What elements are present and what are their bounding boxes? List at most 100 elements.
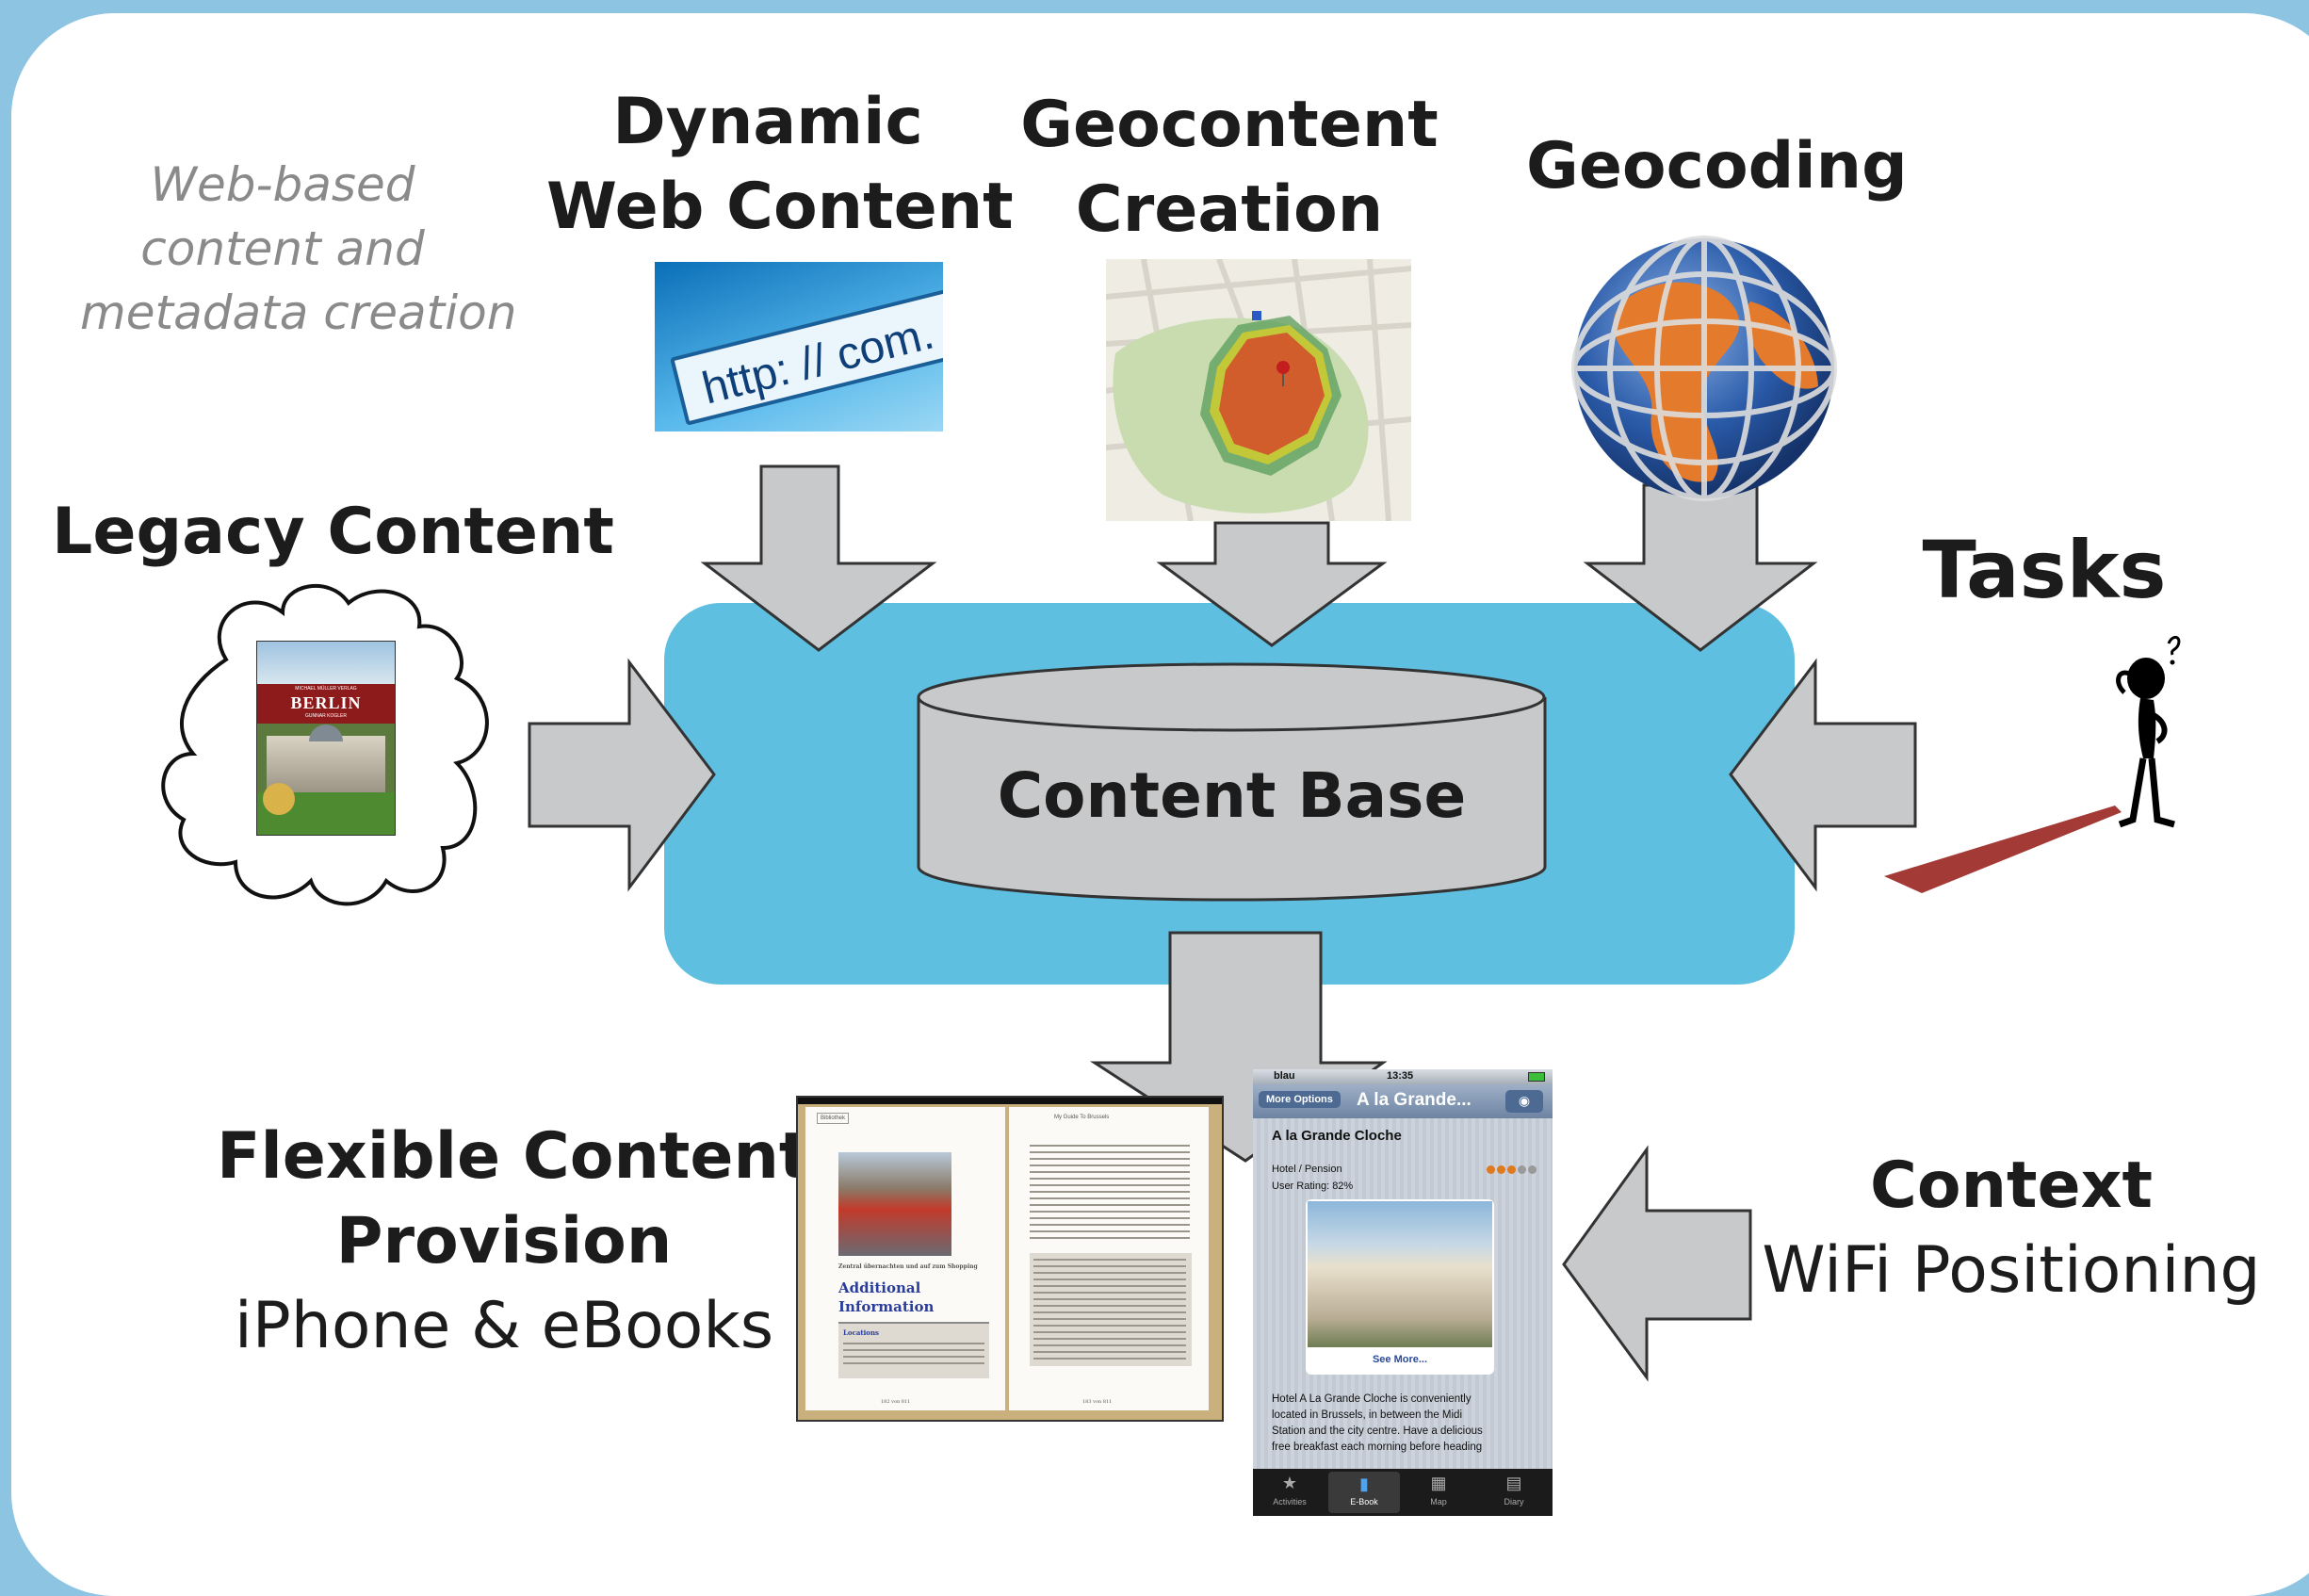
figure-drawing (2116, 636, 2181, 828)
arrow-tasks-left (1729, 658, 1917, 892)
ebook-heading-line-1: Additional (838, 1279, 921, 1296)
description-line-4: free breakfast each morning before headi… (1272, 1441, 1483, 1453)
book-cover-author: GUNNAR KOGLER (305, 713, 347, 719)
flexible-content-label: Flexible Content Provision iPhone & eBoo… (217, 1115, 810, 1369)
hotel-photo-card[interactable]: See More... (1306, 1199, 1494, 1375)
ebook-right-box-lines (1033, 1259, 1186, 1360)
diary-icon: ▤ (1505, 1474, 1522, 1492)
geocontent-map-image (1106, 259, 1411, 521)
geocontent-line-2: Creation (1075, 172, 1384, 247)
url-bar-image: http: // com. (655, 262, 943, 432)
context-label: Context WiFi Positioning (1757, 1144, 2266, 1313)
tab-ebook[interactable]: ▮ E-Book (1328, 1472, 1400, 1513)
battery-icon (1528, 1072, 1545, 1082)
book-cover-seal (263, 783, 295, 815)
iphone-nav-title: A la Grande... (1357, 1090, 1472, 1110)
ebook-photo (838, 1152, 951, 1256)
place-category: Hotel / Pension (1272, 1164, 1342, 1175)
thinking-figure-icon (2091, 627, 2195, 862)
book-cover-publisher: MICHAEL MÜLLER VERLAG (295, 686, 357, 692)
place-name: A la Grande Cloche (1272, 1128, 1402, 1144)
see-more-link[interactable]: See More... (1372, 1354, 1428, 1365)
book-cover-sky (257, 642, 395, 684)
content-base-label: Content Base (997, 759, 1467, 832)
flexible-subtitle: iPhone & eBooks (234, 1289, 774, 1363)
dynamic-line-1: Dynamic (612, 85, 923, 159)
rating-dot-4 (1518, 1165, 1526, 1174)
ebook-book-title: My Guide To Brussels (1054, 1115, 1110, 1120)
web-based-label: Web-based content and metadata creation (80, 153, 517, 345)
tab-diary[interactable]: ▤ Diary (1477, 1469, 1551, 1516)
ebook-status-bar (798, 1098, 1222, 1104)
ebook-right-page: My Guide To Brussels 183 von 811 (1009, 1107, 1209, 1410)
legacy-content-title: Legacy Content (52, 495, 614, 569)
tab-ebook-label: E-Book (1350, 1497, 1378, 1506)
iphone-carrier: blau (1274, 1070, 1295, 1082)
web-based-line-1: Web-based (150, 157, 415, 212)
globe-drawing (1571, 236, 1837, 501)
arrow-context-left (1562, 1145, 1752, 1382)
web-based-line-3: metadata creation (80, 285, 517, 340)
tasks-title: Tasks (1922, 524, 2167, 616)
hotel-photo (1308, 1201, 1492, 1347)
ebook-right-box (1030, 1253, 1192, 1366)
description-line-1: Hotel A La Grande Cloche is conveniently (1272, 1393, 1472, 1405)
rating-dot-5 (1528, 1165, 1537, 1174)
geocontent-creation-title: Geocontent Creation (1017, 83, 1441, 252)
rating-dots (1487, 1165, 1543, 1175)
ebook-page-number-right: 183 von 811 (1082, 1399, 1113, 1405)
arrow-geocoding-down (1583, 483, 1818, 652)
book-cover-dome (309, 725, 343, 741)
map-icon: ▦ (1430, 1474, 1447, 1492)
ebook-locations-heading: Locations (843, 1328, 879, 1337)
web-based-line-2: content and (140, 221, 425, 276)
tasks-path (1884, 806, 2122, 893)
context-title: Context (1869, 1148, 2154, 1223)
geocoding-title: Geocoding (1526, 129, 1908, 204)
flexible-line-2: Provision (335, 1204, 673, 1278)
rating-dot-2 (1497, 1165, 1505, 1174)
ebook-photo-caption: Zentral übernachten und auf zum Shopping (838, 1263, 978, 1270)
tab-activities[interactable]: ★ Activities (1253, 1469, 1326, 1516)
description-line-2: located in Brussels, in between the Midi (1272, 1409, 1462, 1421)
ebook-heading: Additional Information (838, 1278, 934, 1316)
description-line-3: Station and the city centre. Have a deli… (1272, 1425, 1483, 1437)
tab-activities-label: Activities (1273, 1497, 1307, 1506)
arrow-dynamic-down (700, 464, 937, 652)
camera-icon[interactable]: ◉ (1505, 1090, 1543, 1113)
ebook-right-text-lines (1030, 1145, 1190, 1244)
user-rating: User Rating: 82% (1272, 1181, 1354, 1192)
iphone-tab-bar: ★ Activities ▮ E-Book ▦ Map ▤ Diary (1253, 1469, 1553, 1516)
ebook-left-page: Bibliothek Zentral übernachten und auf z… (805, 1107, 1005, 1410)
iphone-content: A la Grande Cloche Hotel / Pension User … (1253, 1118, 1553, 1469)
tab-map[interactable]: ▦ Map (1402, 1469, 1475, 1516)
iphone-nav-bar: More Options A la Grande... ◉ (1253, 1084, 1553, 1118)
arrow-legacy-right (528, 658, 716, 892)
dynamic-web-content-title: Dynamic Web Content (546, 80, 1014, 250)
content-base-cylinder (917, 662, 1547, 902)
iphone-time: 13:35 (1387, 1070, 1414, 1082)
more-options-button[interactable]: More Options (1259, 1091, 1341, 1108)
tab-map-label: Map (1430, 1497, 1447, 1506)
iphone-screen: blau 13:35 More Options A la Grande... ◉… (1253, 1069, 1553, 1516)
ebook-library-button[interactable]: Bibliothek (817, 1113, 850, 1124)
flexible-line-1: Flexible Content (217, 1119, 810, 1194)
iphone-status-bar: blau 13:35 (1253, 1069, 1553, 1084)
context-subtitle: WiFi Positioning (1762, 1233, 2261, 1308)
dynamic-line-2: Web Content (546, 170, 1014, 244)
activities-icon: ★ (1281, 1474, 1298, 1492)
tab-diary-label: Diary (1504, 1497, 1524, 1506)
ebook-heading-line-2: Information (838, 1298, 935, 1315)
arrow-geocontent-down (1156, 521, 1388, 647)
ebook-left-text-lines (843, 1343, 984, 1369)
globe-icon (1571, 236, 1837, 501)
berlin-book-cover: MICHAEL MÜLLER VERLAG BERLIN GUNNAR KOGL… (256, 641, 396, 836)
rating-dot-1 (1487, 1165, 1495, 1174)
hotel-description: Hotel A La Grande Cloche is conveniently… (1272, 1392, 1545, 1456)
ebook-page-number-left: 182 von 811 (881, 1399, 911, 1405)
ebook-icon: ▮ (1359, 1474, 1369, 1493)
book-cover-title: BERLIN (290, 693, 362, 712)
rating-dot-3 (1507, 1165, 1516, 1174)
map-drawing (1106, 259, 1411, 521)
geocontent-line-1: Geocontent (1020, 88, 1439, 162)
